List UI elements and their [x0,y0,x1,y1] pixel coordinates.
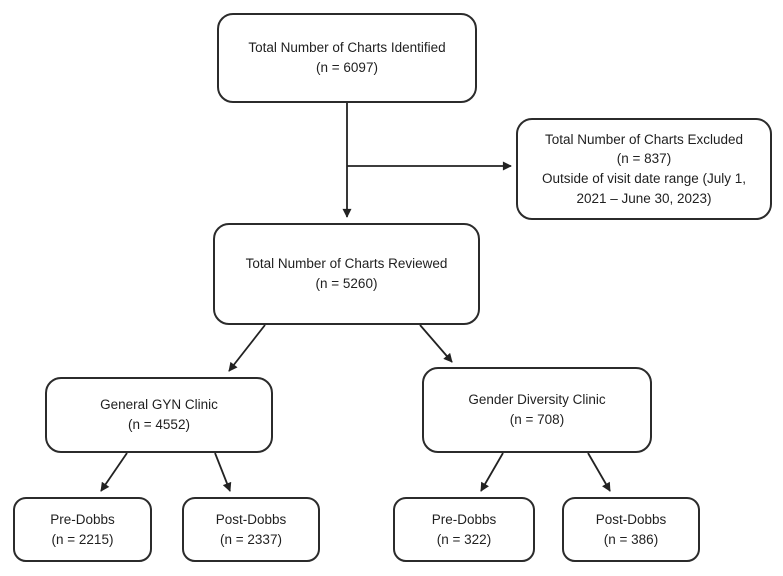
node-gdc-pre-dobbs-count: (n = 322) [436,531,492,547]
node-gdc-pre-dobbs-title: Pre-Dobbs [431,511,497,527]
node-general-gyn-clinic: General GYN Clinic (n = 4552) [45,377,273,453]
node-general-gyn-clinic-count: (n = 4552) [128,417,190,432]
connector-gyn-to-post-dobbs [214,452,232,492]
connector-reviewed-to-gender-diversity-clinic [419,324,453,363]
node-charts-excluded-detail: Outside of visit date range (July 1, 202… [541,171,747,206]
node-charts-reviewed-count: (n = 5260) [315,276,378,291]
node-gdc-post-dobbs-count: (n = 386) [603,531,659,547]
node-charts-excluded: Total Number of Charts Excluded (n = 837… [516,118,772,220]
node-charts-excluded-count: (n = 837) [616,151,672,167]
connector-gyn-to-pre-dobbs [100,452,128,492]
node-charts-identified: Total Number of Charts Identified (n = 6… [217,13,477,103]
node-charts-identified-count: (n = 6097) [316,60,378,75]
node-charts-reviewed: Total Number of Charts Reviewed (n = 526… [213,223,480,325]
node-gyn-pre-dobbs: Pre-Dobbs (n = 2215) [13,497,152,562]
node-gyn-pre-dobbs-title: Pre-Dobbs [50,511,115,527]
node-gender-diversity-clinic-title: Gender Diversity Clinic [468,392,606,408]
node-gdc-post-dobbs-title: Post-Dobbs [595,511,667,527]
node-gender-diversity-clinic-count: (n = 708) [509,412,565,427]
node-gyn-post-dobbs: Post-Dobbs (n = 2337) [182,497,320,562]
node-gyn-post-dobbs-title: Post-Dobbs [215,511,287,527]
node-gdc-pre-dobbs: Pre-Dobbs (n = 322) [393,497,535,562]
node-charts-identified-title: Total Number of Charts Identified [248,40,446,56]
connector-gdc-to-pre-dobbs [480,452,504,492]
node-gdc-post-dobbs: Post-Dobbs (n = 386) [562,497,700,562]
connector-reviewed-to-gyn-clinic [228,324,266,372]
node-gender-diversity-clinic: Gender Diversity Clinic (n = 708) [422,367,652,453]
node-charts-excluded-title: Total Number of Charts Excluded [544,131,744,147]
node-general-gyn-clinic-title: General GYN Clinic [100,397,218,413]
node-gyn-pre-dobbs-count: (n = 2215) [51,531,114,547]
connector-gdc-to-post-dobbs [587,452,611,492]
node-gyn-post-dobbs-count: (n = 2337) [220,531,282,547]
node-charts-reviewed-title: Total Number of Charts Reviewed [245,256,448,272]
